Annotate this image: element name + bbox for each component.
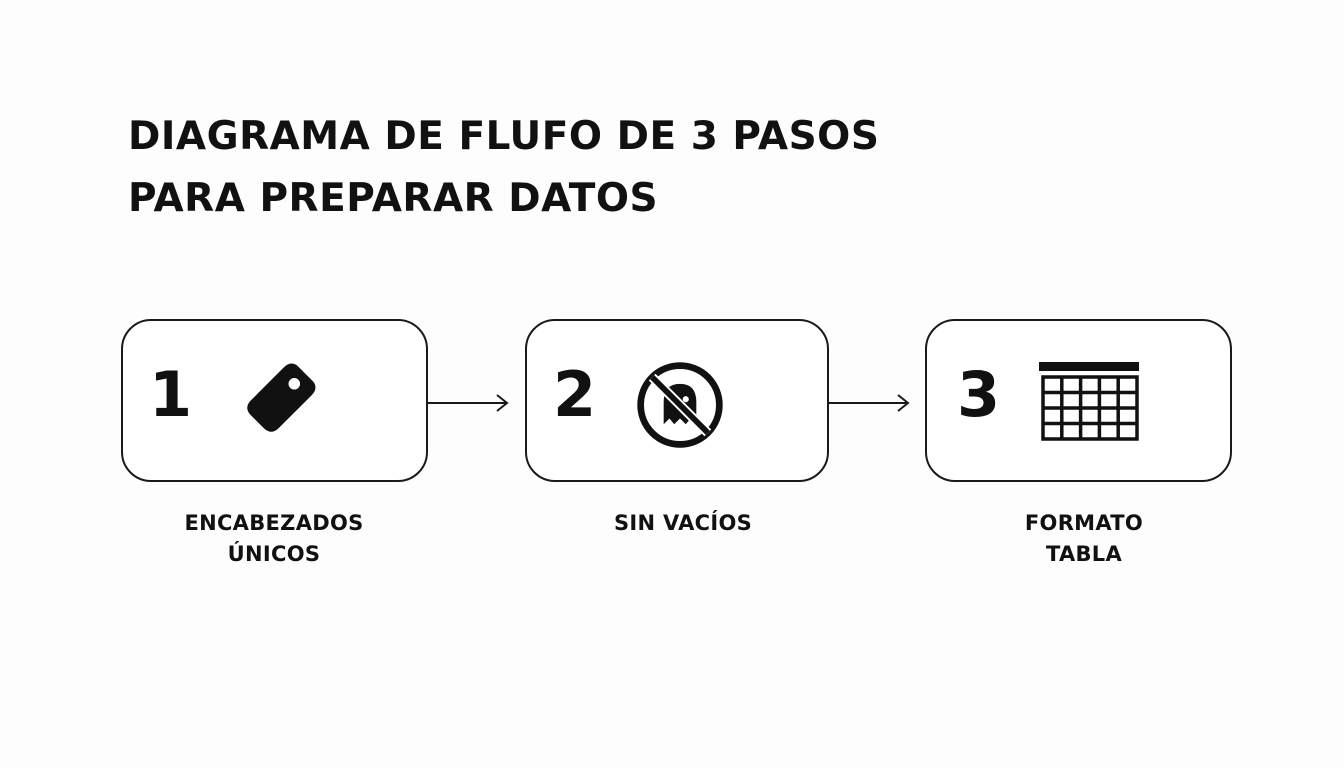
step-2-label-line-1: SIN VACÍOS <box>613 511 753 535</box>
step-3-label: FORMATO TABLA <box>934 508 1234 570</box>
arrow-right-icon <box>829 394 910 412</box>
step-3-box: 3 <box>925 319 1232 482</box>
step-3-number: 3 <box>957 358 1001 431</box>
diagram-title: DIAGRAMA DE FLUFO DE 3 PASOS PARA PREPAR… <box>128 106 1088 230</box>
step-1-label-line-1: ENCABEZADOS <box>184 511 364 535</box>
arrow-right-icon <box>428 394 509 412</box>
step-3-label-line-2: TABLA <box>1045 542 1123 566</box>
step-1-label: ENCABEZADOS ÚNICOS <box>124 508 424 570</box>
table-grid-icon <box>1039 362 1139 441</box>
tag-icon <box>247 363 316 432</box>
step-1-number: 1 <box>149 358 193 431</box>
step-3-label-line-1: FORMATO <box>1024 511 1144 535</box>
diagram-title-line-1: DIAGRAMA DE FLUFO DE 3 PASOS <box>128 114 880 159</box>
step-2-label: SIN VACÍOS <box>533 508 833 539</box>
diagram-title-line-2: PARA PREPARAR DATOS <box>128 176 659 221</box>
step-2-box: 2 <box>525 319 829 482</box>
step-2-number: 2 <box>553 358 597 431</box>
no-ghost-icon <box>637 362 723 448</box>
step-1-label-line-2: ÚNICOS <box>227 542 321 566</box>
step-1-box: 1 <box>121 319 428 482</box>
